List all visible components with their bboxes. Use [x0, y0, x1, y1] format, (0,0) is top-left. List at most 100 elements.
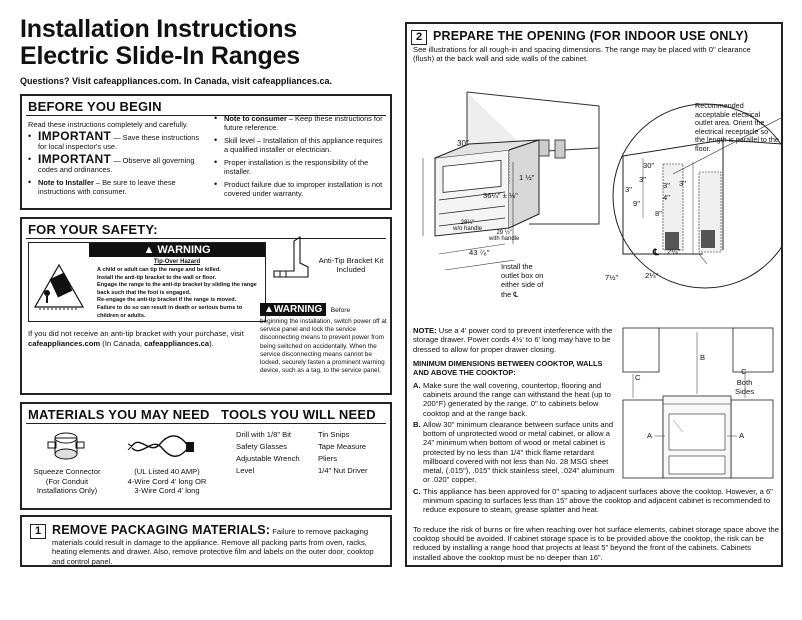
- dim-3c: 3": [625, 185, 632, 194]
- power-cord-label: (UL Listed 40 AMP) 4-Wire Cord 4' long O…: [127, 467, 207, 496]
- label-c-left: C: [635, 373, 641, 382]
- power-warning: ▲WARNING Before beginning the installati…: [260, 299, 390, 375]
- tool-item: Pliers: [318, 454, 337, 463]
- tool-item: Drill with 1/8" Bit: [236, 430, 292, 439]
- questions-line: Questions? Visit cafeappliances.com. In …: [20, 76, 332, 86]
- hazard-item: Re-engage the anti-tip bracket if the ra…: [97, 297, 237, 304]
- outlet-area-diagram: 30" 3" 3" 3" 4" 9" 8" 3" 2¼" 2¼" ℄ 7½": [603, 78, 798, 310]
- tool-item: Tin Snips: [318, 430, 350, 439]
- prepare-heading-line: 2 PREPARE THE OPENING (FOR INDOOR USE ONL…: [411, 27, 748, 45]
- warning-banner: ▲ WARNING: [89, 243, 265, 257]
- heading-divider: [26, 115, 386, 116]
- skill-level: Skill level – Installation of this appli…: [214, 136, 386, 154]
- tool-item: Level: [236, 466, 255, 475]
- materials-section: MATERIALS YOU MAY NEED TOOLS YOU WILL NE…: [20, 402, 392, 510]
- hazard-title: Tip-Over Hazard: [153, 259, 201, 265]
- dim-36: 36¼" ± ⅛": [483, 191, 518, 200]
- dim-2-25-left: 2¼": [645, 271, 659, 280]
- hazard-list: A child or adult can tip the range and b…: [91, 267, 261, 320]
- tools-column-2: Tin Snips Tape Measure Pliers 1/4" Nut D…: [318, 429, 368, 477]
- squeeze-connector-icon: [46, 430, 86, 464]
- before-heading: BEFORE YOU BEGIN: [28, 99, 162, 114]
- dim-4: 4": [663, 193, 670, 202]
- remove-heading: REMOVE PACKAGING MATERIALS:: [52, 523, 271, 537]
- recommended-outlet-note: Recommended acceptable electrical outlet…: [695, 101, 779, 153]
- hazard-item: Failure to do so can result in death or …: [97, 304, 243, 319]
- tool-item: Safety Glasses: [236, 442, 288, 451]
- outlet-note: Install the outlet box on either side of…: [501, 262, 544, 299]
- label-a-right: A: [739, 431, 745, 440]
- step-number-1: 1: [30, 524, 46, 539]
- min-dimensions-heading: MINIMUM DIMENSIONS BETWEEN COOKTOP, WALL…: [413, 359, 603, 378]
- dim-30-right: 30": [643, 161, 655, 170]
- dim-2-25-right: 2¼": [667, 247, 681, 256]
- important-save: IMPORTANT — Save these instructions for …: [28, 130, 208, 151]
- heading-divider: [26, 423, 386, 424]
- bracket-site-link[interactable]: cafeappliances.com: [28, 338, 101, 348]
- product-failure: Product failure due to improper installa…: [214, 180, 386, 198]
- no-bracket-text: If you did not receive an anti-tip brack…: [28, 329, 244, 348]
- hazard-item: A child or adult can tip the range and b…: [97, 267, 221, 273]
- dim-1-5: 1 ½": [519, 173, 535, 182]
- before-list-right: Note to consumer – Keep these instructio…: [214, 114, 386, 202]
- safety-section: FOR YOUR SAFETY: ▲ WARNING Tip-Over Haza…: [20, 217, 392, 395]
- centerline-symbol: ℄: [653, 247, 659, 257]
- squeeze-connector-label: Squeeze Connector (For Conduit Installat…: [33, 467, 101, 496]
- dim-8: 8": [655, 209, 662, 218]
- tip-over-pictogram-icon: [31, 245, 87, 319]
- bracket-label: Anti-Tip Bracket Kit Included: [318, 256, 384, 275]
- dim-3b: 3": [663, 181, 670, 190]
- label-c-right: C: [741, 367, 747, 376]
- note-installer: Note to Installer – Be sure to leave the…: [28, 178, 208, 196]
- cord-note: NOTE: Use a 4' power cord to prevent int…: [413, 326, 613, 354]
- heading-divider: [26, 238, 386, 239]
- step-number-2: 2: [411, 30, 427, 45]
- title-line-1: Installation Instructions: [20, 15, 297, 43]
- dim-29: 29 ½"with handle: [489, 230, 520, 242]
- tool-item: 1/4" Nut Driver: [318, 466, 368, 475]
- prepare-heading: PREPARE THE OPENING (FOR INDOOR USE ONLY…: [433, 29, 749, 43]
- dim-3d: 3": [679, 179, 686, 188]
- remove-text: materials could result in damage to the …: [52, 538, 374, 566]
- label-a-left: A: [647, 431, 653, 440]
- tool-item: Tape Measure: [318, 442, 367, 451]
- before-intro: Read these instructions completely and c…: [28, 120, 189, 129]
- bracket-site-link-ca[interactable]: cafeappliances.ca: [144, 338, 210, 348]
- materials-heading: MATERIALS YOU MAY NEED TOOLS YOU WILL NE…: [28, 407, 376, 422]
- range-dimension-diagram: 30" 1 ½" 36¼" ± ⅛" 28¼"w/o handle 29 ½"w…: [409, 74, 609, 310]
- dim-3a: 3": [639, 175, 646, 184]
- closing-text: To reduce the risk of burns or fire when…: [413, 525, 779, 562]
- dim-9: 9": [633, 199, 640, 208]
- before-you-begin-section: BEFORE YOU BEGIN Read these instructions…: [20, 94, 392, 210]
- tip-over-warning-panel: ▲ WARNING Tip-Over Hazard A child or adu…: [28, 242, 266, 322]
- item-a: A.Make sure the wall covering, counterto…: [413, 381, 611, 418]
- before-list-left: IMPORTANT — Save these instructions for …: [28, 130, 208, 200]
- title-line-2: Electric Slide-In Ranges: [20, 42, 301, 70]
- safety-heading: FOR YOUR SAFETY:: [28, 222, 158, 237]
- dim-43: 43 ⁷⁄₈": [469, 248, 490, 257]
- item-b: B.Allow 30" minimum clearance between su…: [413, 420, 615, 485]
- item-c: C.This appliance has been approved for 0…: [413, 487, 773, 515]
- tool-item: Adjustable Wrench: [236, 454, 300, 463]
- label-b: B: [700, 353, 706, 362]
- hazard-item: Engage the range to the anti-tip bracket…: [97, 282, 257, 296]
- note-consumer: Note to consumer – Keep these instructio…: [214, 114, 386, 132]
- anti-tip-bracket-icon: [270, 233, 310, 283]
- dim-30-left: 30": [457, 139, 469, 148]
- warning-banner-small: ▲WARNING: [260, 303, 327, 316]
- dim-28: 28¼"w/o handle: [453, 220, 483, 232]
- hazard-item: Install the anti-tip bracket to the wall…: [97, 274, 217, 281]
- power-cord-icon: [126, 428, 196, 462]
- important-observe: IMPORTANT — Observe all governing codes …: [28, 153, 208, 174]
- tools-column-1: Drill with 1/8" Bit Safety Glasses Adjus…: [236, 429, 300, 477]
- prepare-opening-section: 2 PREPARE THE OPENING (FOR INDOOR USE ONL…: [405, 22, 798, 567]
- page-title: Installation Instructions Electric Slide…: [20, 16, 300, 70]
- proper-install: Proper installation is the responsibilit…: [214, 158, 386, 176]
- prepare-intro: See illustrations for all rough-in and s…: [413, 45, 751, 64]
- power-warning-text: beginning the installation, switch power…: [260, 318, 387, 375]
- dim-7-5: 7½": [605, 273, 619, 282]
